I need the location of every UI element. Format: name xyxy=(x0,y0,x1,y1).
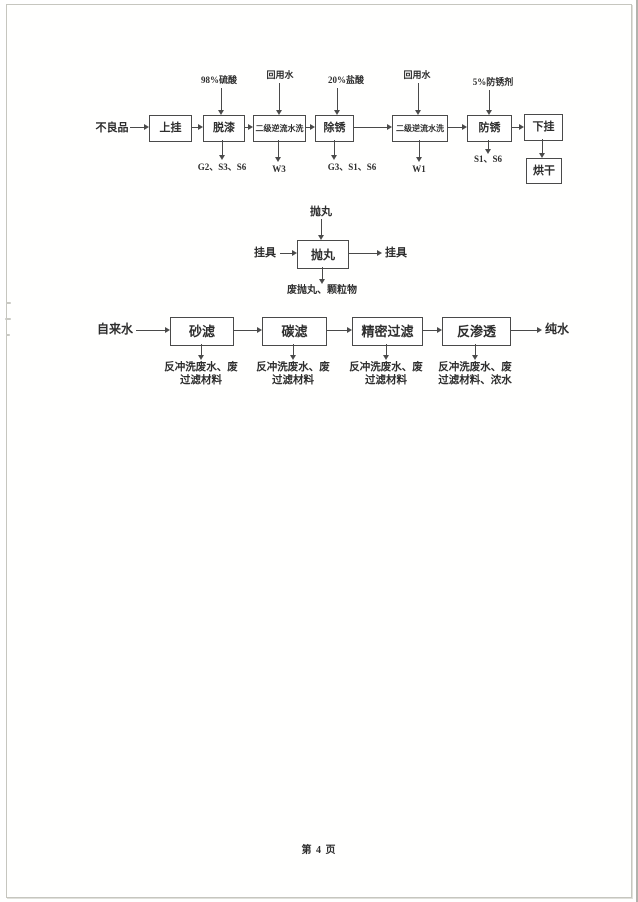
flow-arrow xyxy=(136,327,170,333)
chem-input-label: 98%硫酸 xyxy=(200,75,238,85)
filter-waste-label: 反冲洗废水、废 过滤材料 xyxy=(324,361,448,387)
scan-artifact xyxy=(6,334,10,336)
waste-line2: 过滤材料 xyxy=(180,375,222,386)
flow-arrow xyxy=(331,140,337,160)
step-box-unhang: 下挂 xyxy=(524,114,563,141)
step-box-sand-filter: 砂滤 xyxy=(170,317,234,346)
flow-arrow xyxy=(219,140,225,160)
chem-input-label: 回用水 xyxy=(403,70,431,80)
chem-input-label: 回用水 xyxy=(266,70,294,80)
filter-waste-label: 反冲洗废水、废 过滤材料 xyxy=(139,361,263,387)
water-input-label: 自来水 xyxy=(96,322,134,336)
flow-arrow xyxy=(290,344,296,360)
step-box-hang-on: 上挂 xyxy=(149,115,192,142)
shot-input-label: 抛丸 xyxy=(310,206,332,218)
flow-arrow xyxy=(348,250,382,256)
flow-arrow xyxy=(318,219,324,240)
flow-arrow xyxy=(415,83,421,115)
flow-arrow xyxy=(485,140,491,154)
waste-line2: 过滤材料 xyxy=(272,375,314,386)
step-box-dry: 烘干 xyxy=(526,158,562,184)
waste-code-label: W1 xyxy=(412,164,426,174)
waste-line1: 反冲洗废水、废 xyxy=(438,362,512,373)
flow-arrow xyxy=(416,140,422,162)
step-box-fine-filter: 精密过滤 xyxy=(352,317,423,346)
waste-code-label: S1、S6 xyxy=(473,154,503,164)
flow-arrow xyxy=(244,124,253,130)
flow-arrow xyxy=(275,140,281,162)
flow-arrow xyxy=(353,124,392,130)
chem-input-label: 20%盐酸 xyxy=(327,75,365,85)
waste-line1: 反冲洗废水、废 xyxy=(164,362,238,373)
flow-arrow xyxy=(191,124,203,130)
flow-arrow xyxy=(422,327,442,333)
shot-blast-box: 抛丸 xyxy=(297,240,349,269)
step-box-antirust: 防锈 xyxy=(467,115,512,142)
hanger-out-label: 挂具 xyxy=(385,247,407,259)
flow-arrow xyxy=(326,327,352,333)
hanger-in-label: 挂具 xyxy=(254,247,276,259)
flow-arrow xyxy=(233,327,262,333)
flow-arrow xyxy=(511,124,524,130)
waste-line2: 过滤材料、浓水 xyxy=(438,375,512,386)
paint-flow-input-label: 不良品 xyxy=(95,122,129,134)
step-box-derust: 除锈 xyxy=(315,115,354,142)
step-box-carbon-filter: 碳滤 xyxy=(262,317,327,346)
waste-line2: 过滤材料 xyxy=(365,375,407,386)
flow-arrow xyxy=(486,90,492,115)
flow-arrow xyxy=(280,250,297,256)
waste-line1: 反冲洗废水、废 xyxy=(256,362,330,373)
step-box-rinse-2: 二级逆流水洗 xyxy=(392,115,448,142)
flow-arrow xyxy=(539,139,545,158)
flow-arrow xyxy=(447,124,467,130)
step-box-paint-strip: 脱漆 xyxy=(203,115,245,142)
filter-waste-label: 反冲洗废水、废 过滤材料、浓水 xyxy=(413,361,537,387)
waste-line1: 反冲洗废水、废 xyxy=(349,362,423,373)
filter-waste-label: 反冲洗废水、废 过滤材料 xyxy=(231,361,355,387)
flow-arrow xyxy=(383,344,389,360)
flow-arrow xyxy=(510,327,542,333)
waste-code-label: G3、S1、S6 xyxy=(327,162,377,172)
flow-arrow xyxy=(276,83,282,115)
water-output-label: 纯水 xyxy=(544,322,570,336)
shot-waste-label: 废抛丸、颗粒物 xyxy=(287,285,357,296)
step-box-reverse-osmosis: 反渗透 xyxy=(442,317,511,346)
page-number: 第 4 页 xyxy=(301,845,337,856)
chem-input-label: 5%防锈剂 xyxy=(472,77,514,87)
flow-arrow xyxy=(218,88,224,115)
flow-arrow xyxy=(319,267,325,284)
flow-arrow xyxy=(472,344,478,360)
flow-arrow xyxy=(198,344,204,360)
flow-arrow xyxy=(130,124,149,130)
step-box-rinse-1: 二级逆流水洗 xyxy=(253,115,306,142)
flow-arrow xyxy=(305,124,315,130)
scan-artifact xyxy=(5,318,11,320)
waste-code-label: G2、S3、S6 xyxy=(197,162,247,172)
document-page-border xyxy=(6,4,632,898)
flow-arrow xyxy=(334,88,340,115)
waste-code-label: W3 xyxy=(272,164,286,174)
scan-artifact xyxy=(6,302,11,304)
